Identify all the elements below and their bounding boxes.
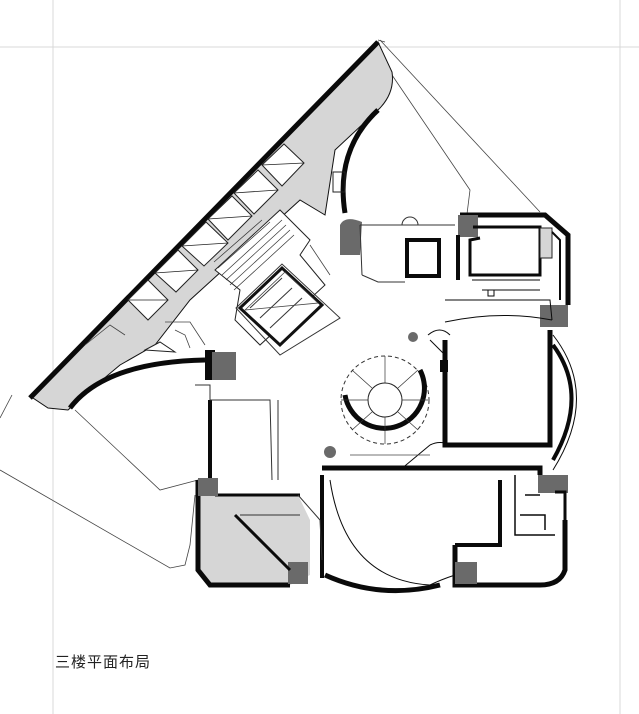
interior-lines — [84, 244, 430, 456]
plan-caption: 三楼平面布局 — [55, 653, 152, 671]
curved-wall-north — [340, 108, 380, 214]
room-southwest — [195, 384, 323, 588]
site-boundary — [0, 39, 541, 569]
spiral-stair — [340, 355, 430, 445]
room-northeast — [456, 212, 571, 327]
room-east — [427, 299, 577, 471]
stair-core — [213, 209, 341, 356]
room-southeast — [320, 442, 568, 594]
duct-square — [405, 238, 441, 278]
curved-wall-west — [68, 357, 206, 410]
